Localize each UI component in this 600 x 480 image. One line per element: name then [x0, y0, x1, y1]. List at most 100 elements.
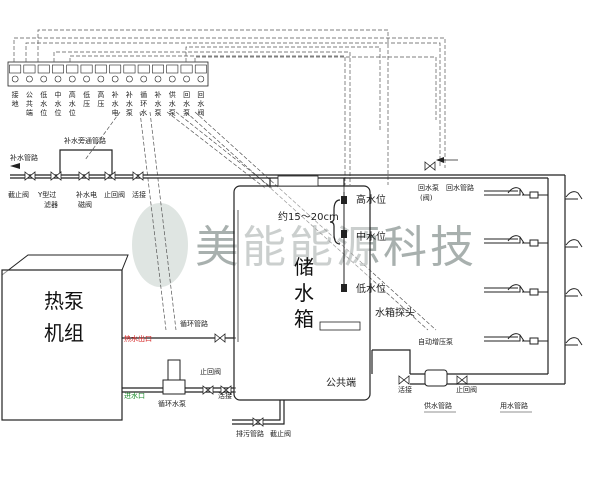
solenoid-label-1: 补水电	[76, 190, 97, 199]
terminal-12	[180, 64, 193, 74]
return-pump-valve-label-2: (阀)	[420, 193, 433, 202]
level-low-label: 低水位	[356, 282, 386, 295]
terminal-label-9: 循环水	[140, 90, 147, 117]
common-end-label: 公共端	[326, 376, 356, 389]
terminal-4	[66, 64, 79, 74]
valve-1	[50, 171, 62, 181]
return-arrow-head	[436, 157, 444, 163]
water-supply-label: 供水管路	[424, 401, 452, 410]
terminal-label-4: 高水位	[69, 90, 76, 117]
valve-8	[252, 417, 264, 427]
cold-water-label: 用水管路	[500, 401, 528, 410]
terminal-screw-5	[83, 75, 90, 83]
piping	[10, 149, 566, 425]
terminal-5	[80, 64, 93, 74]
terminal-label-5: 低压	[83, 90, 90, 108]
stop-valve-label-1: 截止阀	[8, 190, 29, 199]
heat-pump-body	[1, 269, 123, 421]
check-valve-label-2: 止回阀	[200, 367, 221, 376]
probe-mid	[341, 230, 347, 238]
y-filter-label: Y型过	[37, 190, 56, 199]
labels: 补水管路 补水旁通管路 截止阀 Y型过 滤器 补水电 磁阀 止回阀 活接 回水泵…	[8, 136, 532, 438]
circulation-label: 循环管路	[180, 319, 208, 328]
terminal-label-2: 低水位	[40, 90, 47, 117]
circulation-pump-label: 循环水泵	[158, 399, 186, 408]
union-label-2: 活接	[218, 391, 232, 400]
terminal-label-1: 公共端	[26, 91, 33, 117]
return-pump-valve-label-1: 回水泵	[418, 183, 439, 192]
control-wiring	[13, 29, 446, 331]
valve-6	[202, 385, 214, 395]
valve-10	[456, 375, 468, 385]
terminal-0	[9, 64, 22, 74]
valve-11	[424, 161, 436, 171]
valves	[24, 161, 468, 427]
terminal-10	[152, 64, 164, 74]
level-brace	[329, 199, 341, 245]
make-up-arrow	[10, 163, 20, 169]
stop-valve-label-2: 截止阀	[270, 429, 291, 438]
terminal-label-13: 回水阀	[197, 91, 204, 117]
terminal-screw-0	[11, 75, 19, 83]
auto-pressure-pump-label: 自动增压泵	[418, 337, 453, 346]
valve-5	[214, 333, 226, 343]
terminal-screw-7	[111, 75, 119, 83]
tank-title-char-1: 储	[294, 255, 314, 279]
terminal-screw-8	[126, 75, 133, 83]
valve-3	[104, 171, 116, 181]
terminal-label-7: 补水电	[112, 90, 119, 117]
terminal-1	[23, 64, 36, 74]
terminal-screw-9	[140, 75, 148, 83]
check-valve-label-1: 止回阀	[104, 190, 125, 199]
terminal-screw-13	[197, 75, 205, 83]
supply-branches	[484, 187, 583, 346]
terminal-label-12: 回水泵	[183, 91, 190, 117]
terminal-2	[37, 64, 50, 74]
terminal-label-6: 高压	[97, 90, 104, 108]
terminal-8	[123, 64, 136, 74]
terminal-label-3: 中水位	[55, 90, 62, 117]
tank-title-char-3: 箱	[294, 307, 314, 331]
terminal-screw-4	[68, 75, 76, 83]
level-spacing-label: 约15～20cm	[278, 210, 339, 223]
terminal-label-10: 补水泵	[155, 90, 162, 117]
union-label-1: 活接	[132, 190, 146, 199]
water-tank-probe-sensor	[319, 321, 361, 331]
terminal-6	[94, 64, 107, 74]
return-water-label: 回水管路	[446, 183, 474, 192]
valve-0	[24, 171, 36, 181]
terminal-screw-11	[168, 75, 176, 83]
terminal-screw-2	[40, 75, 48, 83]
pressure-pump-body	[424, 369, 448, 387]
circulation-pump-motor	[167, 359, 181, 381]
terminal-label-0: 接地	[12, 90, 19, 108]
terminal-screw-12	[183, 75, 190, 83]
probe-low	[341, 284, 347, 292]
valve-4	[132, 171, 144, 181]
circulation-pump-casing	[162, 379, 186, 395]
supply-branch-1	[484, 235, 583, 248]
terminal-label-11: 供水泵	[169, 90, 176, 117]
solenoid-label-2: 磁阀	[78, 200, 92, 209]
level-mid-label: 中水位	[356, 230, 386, 243]
terminal-11	[166, 64, 179, 74]
terminal-7	[109, 64, 122, 74]
sewage-label: 排污管路	[236, 429, 264, 438]
probe-high	[341, 196, 347, 204]
terminal-3	[52, 64, 64, 74]
tank-title-char-2: 水	[294, 281, 314, 305]
valve-9	[398, 375, 410, 385]
heat-pump-title-line-1: 热泵	[44, 289, 84, 313]
water-inlet-label: 进水口	[124, 391, 145, 400]
watermark: 美能能源科技	[132, 203, 474, 287]
heat-outlet-label: 热水出口	[124, 334, 152, 343]
terminal-screw-6	[97, 75, 105, 83]
circulation-pump	[162, 359, 186, 395]
supply-branch-2	[484, 284, 583, 297]
make-up-bypass-label: 补水旁通管路	[64, 136, 106, 145]
y-filter-label-2: 滤器	[44, 200, 58, 209]
check-valve-label-3: 止回阀	[456, 385, 477, 394]
valve-2	[78, 171, 90, 181]
level-high-label: 高水位	[356, 193, 386, 206]
